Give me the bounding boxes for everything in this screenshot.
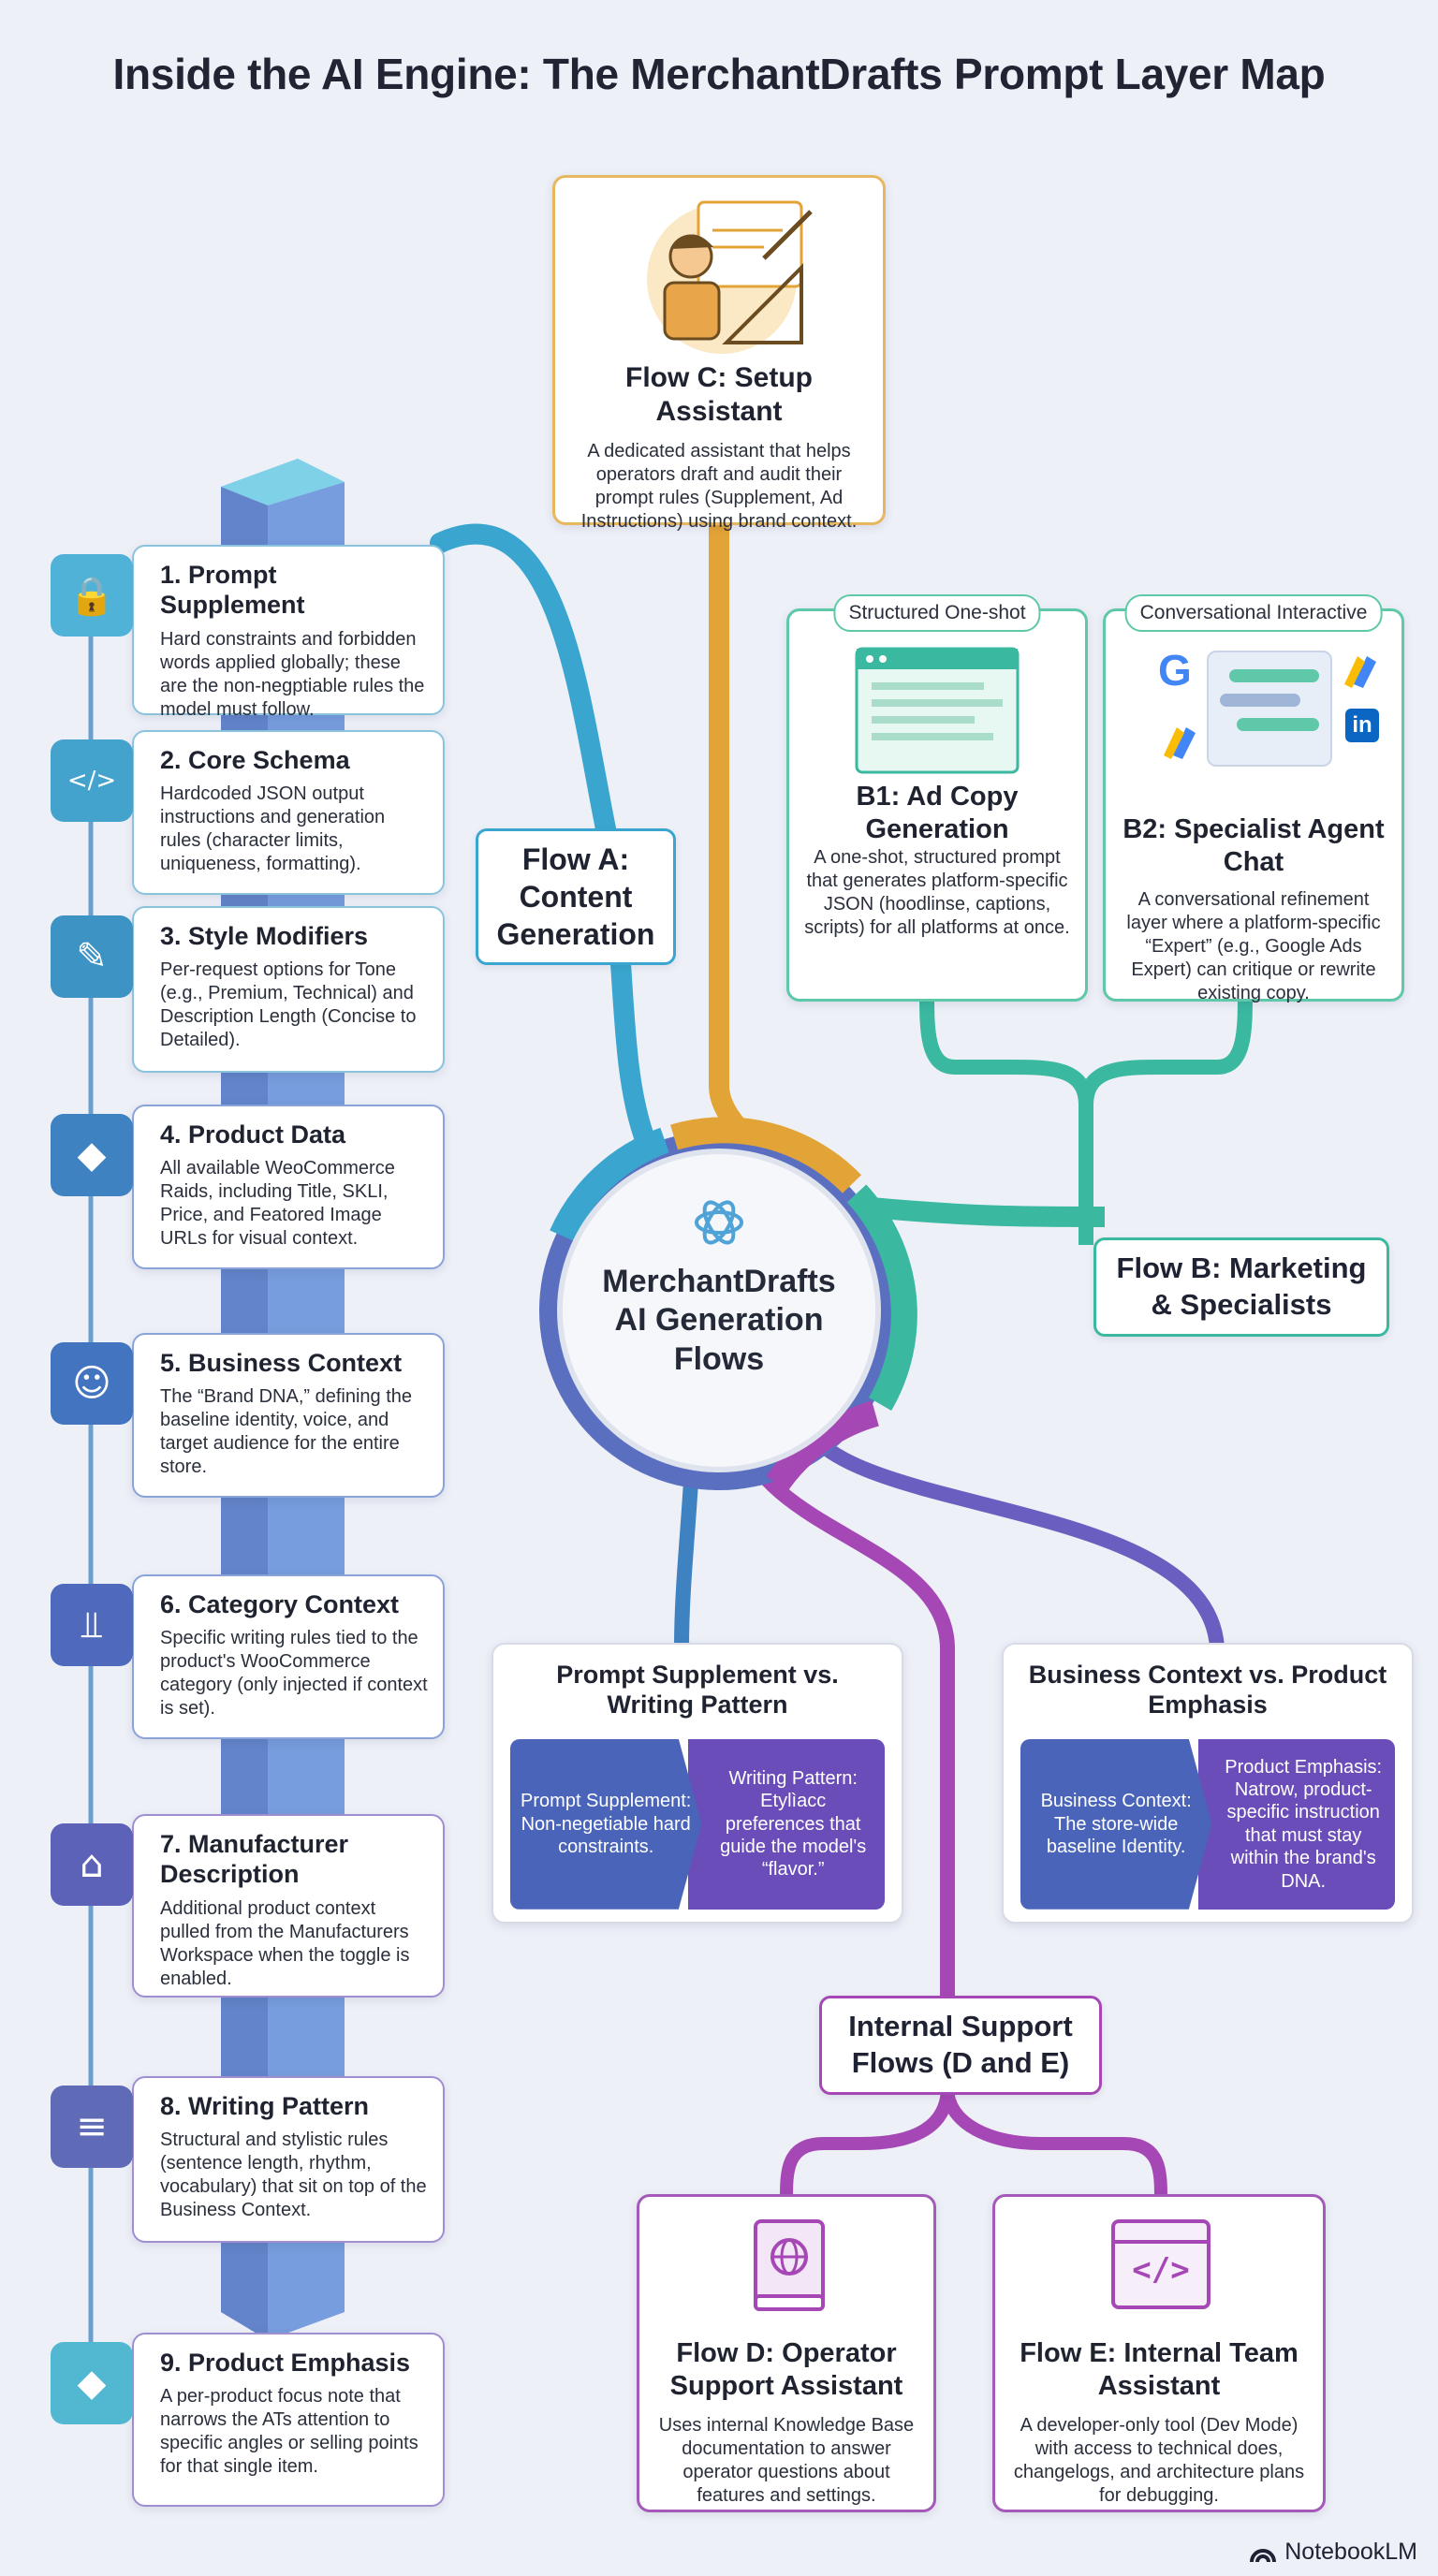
b1-pill: Structured One-shot xyxy=(833,594,1041,632)
b1-title: B1: Ad Copy Generation xyxy=(856,782,1019,844)
designer-illustration-icon xyxy=(647,200,813,354)
layer-title: 3. Style Modifiers xyxy=(160,922,369,950)
layer-title: 2. Core Schema xyxy=(160,746,350,774)
layer-desc: Structural and stylistic rules (sentence… xyxy=(160,2130,427,2221)
compare-prompt-vs-pattern: Prompt Supplement vs. Writing Pattern Pr… xyxy=(492,1643,903,1924)
internal-support-label-text: Internal Support Flows (D and E) xyxy=(848,2010,1073,2079)
flow-b-label-text: Flow B: Marketing & Specialists xyxy=(1116,1251,1367,1321)
flow-c-desc: A dedicated assistant that helps operato… xyxy=(580,441,858,532)
b1-card: Structured One-shot B1: Ad Copy Generati… xyxy=(786,594,1088,1002)
page-title: Inside the AI Engine: The MerchantDrafts… xyxy=(112,50,1326,98)
layer-title: 6. Category Context xyxy=(160,1590,400,1618)
layer-card-9: 9. Product Emphasis A per-product focus n… xyxy=(132,2333,445,2507)
layer-title: 8. Writing Pattern xyxy=(160,2092,370,2120)
footer-brand: NotebookLM xyxy=(1249,2539,1417,2566)
code-window-icon: </> xyxy=(1111,2219,1211,2309)
layer-desc: Hard constraints and forbidden words app… xyxy=(160,628,425,720)
lock-icon: 🔒 xyxy=(51,554,133,637)
category-tree-icon: ⫫ xyxy=(51,1584,133,1666)
price-tag-icon: ◆ xyxy=(51,1114,133,1196)
hub-line-3: Flows xyxy=(673,1340,765,1377)
flow-d-desc: Uses internal Knowledge Base documentati… xyxy=(658,2414,915,2506)
layer-title: 9. Product Emphasis xyxy=(160,2349,411,2377)
flow-a-label-text: Flow A: Content Generation xyxy=(496,842,655,951)
flow-a-label: Flow A: Content Generation xyxy=(476,828,676,965)
people-icon: ☺ xyxy=(51,1342,133,1425)
layer-desc: Additional product context pulled from t… xyxy=(160,1897,410,1989)
layer-title: 5. Business Context xyxy=(160,1349,403,1377)
compare2-title: Business Context vs. Product Emphasis xyxy=(1028,1661,1387,1720)
layer-desc: A per-product focus note that narrows th… xyxy=(160,2386,418,2478)
b1-desc: A one-shot, structured prompt that gener… xyxy=(804,846,1070,938)
flow-c-title: Flow C: Setup Assistant xyxy=(625,362,813,427)
compare1-split: Prompt Supplement: Non-negetiable hard c… xyxy=(510,1738,885,1910)
knowledge-book-icon xyxy=(754,2219,825,2311)
flow-b-label: Flow B: Marketing & Specialists xyxy=(1093,1237,1389,1337)
compare-business-vs-emphasis: Business Context vs. Product Emphasis Bu… xyxy=(1002,1643,1414,1924)
flow-d-title: Flow D: Operator Support Assistant xyxy=(669,2338,903,2401)
code-window-icon: </> xyxy=(51,739,133,822)
layer-title: 4. Product Data xyxy=(160,1120,346,1149)
hub-line-2: AI Generation xyxy=(614,1302,824,1339)
flow-c-card: Flow C: Setup Assistant A dedicated assi… xyxy=(552,175,886,532)
layer-desc: All available WeoCommerce Raids, includi… xyxy=(160,1158,395,1250)
compare1-left: Prompt Supplement: Non-negetiable hard c… xyxy=(510,1738,702,1910)
google-ads-logo-icon xyxy=(1344,656,1376,688)
b2-card: Conversational Interactive G in B2: Spec… xyxy=(1103,594,1404,1003)
internal-support-label: Internal Support Flows (D and E) xyxy=(819,1996,1102,2095)
flow-e-card: </> Flow E: Internal Team Assistant A de… xyxy=(992,2194,1326,2512)
compare2-right: Product Emphasis: Natrow, product-specif… xyxy=(1198,1738,1395,1910)
compare1-title: Prompt Supplement vs. Writing Pattern xyxy=(556,1661,839,1720)
layer-title: 1. Prompt Supplement xyxy=(160,561,305,620)
compare1-right: Writing Pattern: Etylìacc preferences th… xyxy=(688,1738,885,1910)
hub-line-1: MerchantDrafts xyxy=(602,1264,836,1299)
b2-title: B2: Specialist Agent Chat xyxy=(1123,814,1385,877)
google-logo-icon: G xyxy=(1158,646,1192,695)
linkedin-logo-icon: in xyxy=(1345,709,1379,742)
chat-illustration: G in xyxy=(1121,645,1387,813)
google-ads-logo-icon xyxy=(1164,727,1196,759)
openai-logo-icon xyxy=(695,1200,743,1245)
chat-bubble-icon xyxy=(1207,651,1332,767)
layer-desc: The “Brand DNA,” defining the baseline i… xyxy=(160,1386,413,1478)
flow-e-desc: A developer-only tool (Dev Mode) with ac… xyxy=(1013,2414,1305,2506)
paintbrush-icon: ✎ xyxy=(51,915,133,998)
b2-pill: Conversational Interactive xyxy=(1124,594,1383,632)
list-sort-icon: ≡ xyxy=(51,2086,133,2168)
hub-center: MerchantDrafts AI Generation Flows xyxy=(560,1151,878,1470)
notebooklm-logo-icon xyxy=(1250,2548,1277,2562)
shirt-icon: ⌂ xyxy=(51,1823,133,1906)
compare2-left: Business Context: The store-wide baselin… xyxy=(1020,1738,1212,1910)
browser-window-icon xyxy=(855,647,1020,774)
flow-d-card: Flow D: Operator Support Assistant Uses … xyxy=(637,2194,936,2512)
tag-icon: ◆ xyxy=(51,2342,133,2424)
layer-title: 7. Manufacturer Description xyxy=(160,1830,349,1889)
footer-brand-text: NotebookLM xyxy=(1284,2539,1417,2565)
layer-desc: Hardcoded JSON output instructions and g… xyxy=(160,783,386,875)
compare2-split: Business Context: The store-wide baselin… xyxy=(1020,1738,1395,1910)
flow-e-title: Flow E: Internal Team Assistant xyxy=(1020,2338,1299,2401)
layer-desc: Per-request options for Tone (e.g., Prem… xyxy=(160,959,417,1051)
b2-desc: A conversational refinement layer where … xyxy=(1126,888,1381,1003)
layer-desc: Specific writing rules tied to the produ… xyxy=(160,1628,428,1720)
